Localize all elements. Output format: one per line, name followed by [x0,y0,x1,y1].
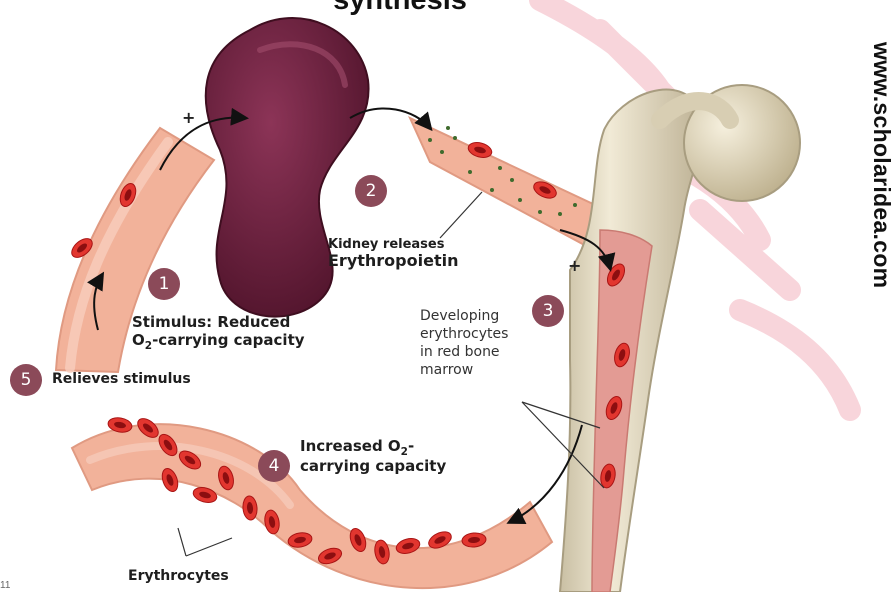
erythrocytes-label: Erythrocytes [128,568,229,585]
step-badge-5: 5 [10,364,42,396]
website-watermark-text: www.scholaridea.com [868,42,894,288]
step-badge-1: 1 [148,268,180,300]
step-4-label: Increased O2- carrying capacity [300,438,446,476]
step-1-line-2: O2-carrying capacity [132,332,305,352]
step-2-line-2: Erythropoietin [328,252,458,271]
corner-mark: 11 [0,580,10,591]
step-3-line-4: marrow [420,362,508,380]
step-3-line-1: Developing [420,308,508,326]
step-1-line-1: Stimulus: Reduced [132,314,305,332]
step-badge-3: 3 [532,295,564,327]
step-2-line-1: Kidney releases [328,237,458,252]
step-1-label: Stimulus: Reduced O2-carrying capacity [132,314,305,352]
step-4-line-1: Increased O2- [300,438,446,458]
step-3-label: Developing erythrocytes in red bone marr… [420,308,508,380]
top-blood-vessel [410,118,610,248]
page-title: synthesis [270,0,530,17]
step-5-label: Relieves stimulus [52,371,191,388]
step-4-line-2: carrying capacity [300,458,446,476]
step-3-line-2: erythrocytes [420,326,508,344]
plus-sign-bone: + [568,256,581,275]
kidney [206,18,369,317]
step-3-line-3: in red bone [420,344,508,362]
step-2-label: Kidney releases Erythropoietin [328,237,458,271]
step-badge-2: 2 [355,175,387,207]
step-badge-4: 4 [258,450,290,482]
femur-bone [560,85,800,592]
plus-sign-kidney: + [182,108,195,127]
